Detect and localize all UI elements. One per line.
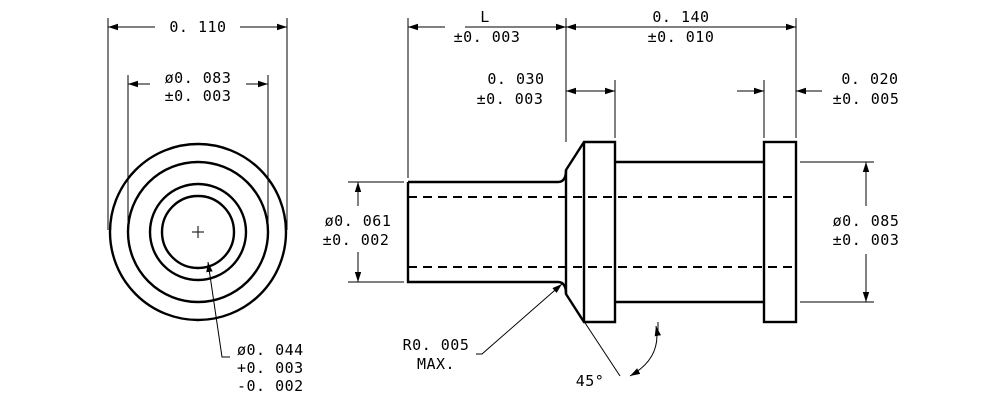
dim-bore-tol: ±0. 003 (165, 87, 232, 105)
hole-dia-text: ø0. 044 (237, 341, 304, 359)
dim-flange-text: 0. 140 (652, 8, 709, 26)
shank-circle (148, 182, 248, 282)
dim-body-text: ø0. 085 (833, 212, 900, 230)
dim-bore-text: ø0. 083 (165, 69, 232, 87)
hole-tol-minus: -0. 002 (237, 377, 304, 395)
angle-text: 45° (576, 372, 605, 390)
dim-shank-tol: ±0. 002 (323, 231, 390, 249)
angle-arc (629, 325, 661, 377)
radius-leader (476, 283, 563, 355)
side-view: L ±0. 003 0. 140 ±0. 010 0. 030 ±0. 003 … (323, 8, 900, 390)
dim-flange-tol: ±0. 010 (648, 28, 715, 46)
dim-rim-tol: ±0. 005 (833, 90, 900, 108)
body-outline (615, 160, 764, 304)
bore-circle (126, 160, 270, 304)
rim-outline (762, 140, 798, 324)
hole-tol-plus: +0. 003 (237, 359, 304, 377)
dim-length-tol: ±0. 003 (454, 28, 521, 46)
dim-width-text: 0. 110 (169, 18, 226, 36)
dim-shank-text: ø0. 061 (325, 212, 392, 230)
dim-collar-tol: ±0. 003 (477, 90, 544, 108)
collar-outline (564, 140, 617, 324)
hole-circle (160, 194, 236, 270)
hole-leader (206, 261, 230, 358)
dim-length-text: L (480, 8, 490, 26)
radius-note: MAX. (417, 355, 455, 373)
chamfer-extension (565, 293, 621, 377)
dim-collar-text: 0. 030 (487, 70, 544, 88)
dim-rim-text: 0. 020 (841, 70, 898, 88)
shank-outline (406, 169, 568, 295)
end-view: 0. 110 ø0. 083 ±0. 003 ø0. 044 +0. 003 -… (107, 18, 304, 395)
dim-body-tol: ±0. 003 (833, 231, 900, 249)
radius-text: R0. 005 (403, 336, 470, 354)
center-mark (192, 226, 204, 238)
outer-flange-circle (108, 142, 288, 322)
